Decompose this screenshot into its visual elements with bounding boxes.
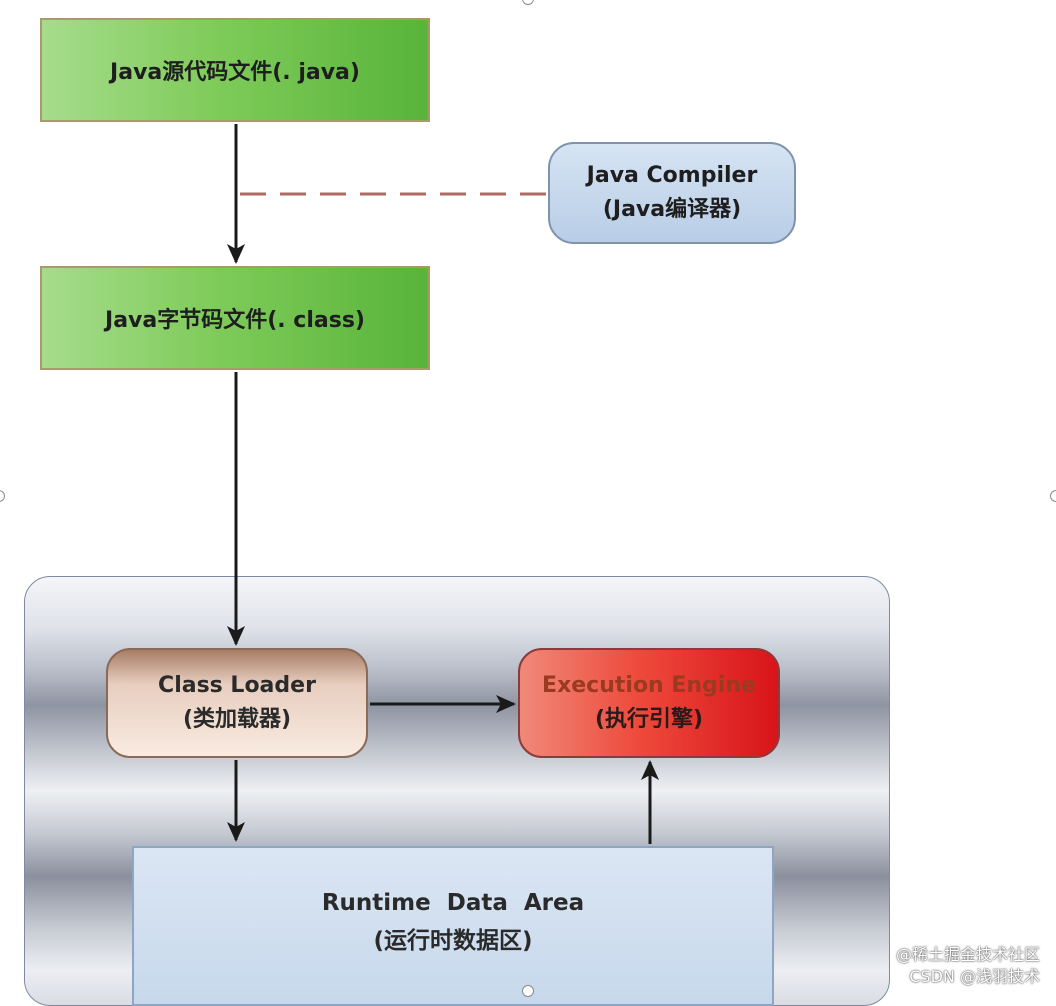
watermark: @稀土掘金技术社区 CSDN @浅羽技术 — [896, 944, 1040, 988]
java-bytecode-file-box: Java字节码文件(. class) — [40, 266, 430, 370]
watermark-line-2: CSDN @浅羽技术 — [909, 967, 1040, 986]
resize-handle-bottom[interactable] — [522, 985, 534, 997]
execution-engine-label: Execution Engine — [542, 673, 756, 698]
execution-engine-sublabel: (执行引擎) — [594, 707, 704, 732]
class-loader-box: Class Loader (类加载器) — [106, 648, 368, 758]
runtime-data-area-sublabel: (运行时数据区) — [373, 928, 533, 954]
execution-engine-box: Execution Engine (执行引擎) — [518, 648, 780, 758]
java-source-file-label: Java源代码文件(. java) — [110, 60, 360, 85]
java-compiler-label: Java Compiler — [586, 163, 758, 188]
java-compiler-box: Java Compiler (Java编译器) — [548, 142, 796, 244]
java-bytecode-file-label: Java字节码文件(. class) — [105, 308, 365, 333]
watermark-line-1: @稀土掘金技术社区 — [895, 945, 1040, 964]
resize-handle-right[interactable] — [1050, 490, 1056, 502]
class-loader-sublabel: (类加载器) — [182, 707, 292, 732]
runtime-data-area-box: Runtime Data Area (运行时数据区) — [132, 846, 774, 1006]
java-source-file-box: Java源代码文件(. java) — [40, 18, 430, 122]
class-loader-label: Class Loader — [158, 673, 316, 698]
runtime-data-area-label: Runtime Data Area — [321, 890, 585, 916]
java-compiler-sublabel: (Java编译器) — [602, 197, 742, 222]
